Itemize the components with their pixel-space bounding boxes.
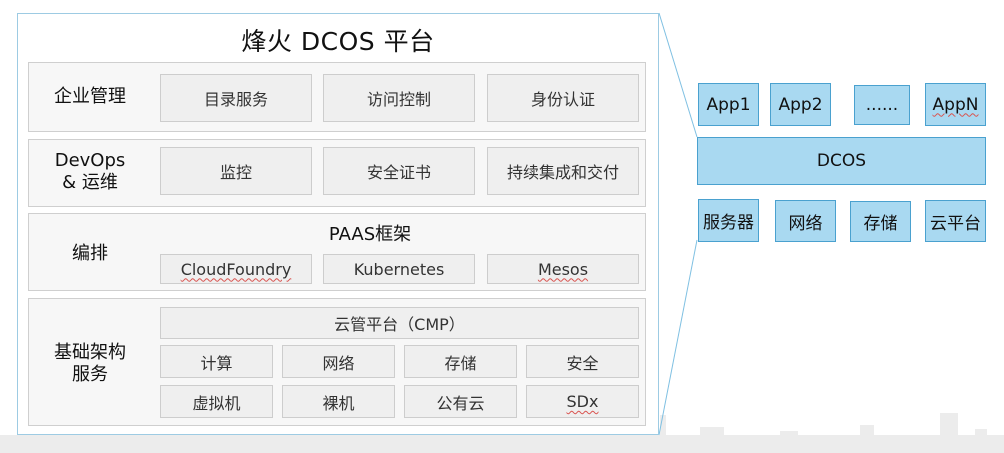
appn-box: AppN <box>925 83 986 126</box>
security-box: 安全 <box>526 345 639 378</box>
bare-metal-box: 裸机 <box>282 385 395 418</box>
mesos-box: Mesos <box>487 254 639 284</box>
storage-resource-box: 存储 <box>850 201 911 242</box>
app1-box: App1 <box>698 83 759 126</box>
directory-service-box: 目录服务 <box>160 74 312 122</box>
devops-label-line2: & 运维 <box>62 172 118 193</box>
platform-title: 烽火 DCOS 平台 <box>241 27 435 56</box>
orchestration-layer-label: 编排 <box>72 243 108 264</box>
cloudfoundry-box: CloudFoundry <box>160 254 312 284</box>
app-ellipsis-box: ...... <box>854 85 910 125</box>
network-box: 网络 <box>282 345 395 378</box>
dcos-box: DCOS <box>697 137 986 185</box>
mesos-label: Mesos <box>537 259 589 279</box>
ci-cd-box: 持续集成和交付 <box>487 147 639 195</box>
cloud-platform-box: 云平台 <box>925 200 986 242</box>
sdx-box: SDx <box>526 385 639 418</box>
identity-auth-box: 身份认证 <box>487 74 639 122</box>
infra-label-line2: 服务 <box>72 364 108 385</box>
access-control-box: 访问控制 <box>323 74 475 122</box>
kubernetes-box: Kubernetes <box>323 254 475 284</box>
enterprise-layer-label: 企业管理 <box>54 86 126 107</box>
infrastructure-layer-label: 基础架构 服务 <box>35 342 145 386</box>
cloudfoundry-label: CloudFoundry <box>180 259 292 279</box>
storage-box: 存储 <box>404 345 517 378</box>
app2-box: App2 <box>770 83 831 126</box>
infra-label-line1: 基础架构 <box>54 342 126 363</box>
paas-framework-title: PAAS框架 <box>328 224 412 245</box>
security-cert-box: 安全证书 <box>323 147 475 195</box>
compute-box: 计算 <box>160 345 273 378</box>
server-box: 服务器 <box>698 199 759 242</box>
network-resource-box: 网络 <box>775 200 836 242</box>
cmp-box: 云管平台（CMP） <box>160 307 639 339</box>
public-cloud-box: 公有云 <box>404 385 517 418</box>
monitoring-box: 监控 <box>160 147 312 195</box>
sdx-label: SDx <box>566 392 599 411</box>
devops-label-line1: DevOps <box>54 150 126 171</box>
appn-label: AppN <box>932 94 979 115</box>
vm-box: 虚拟机 <box>160 385 273 418</box>
devops-layer-label: DevOps & 运维 <box>35 150 145 194</box>
